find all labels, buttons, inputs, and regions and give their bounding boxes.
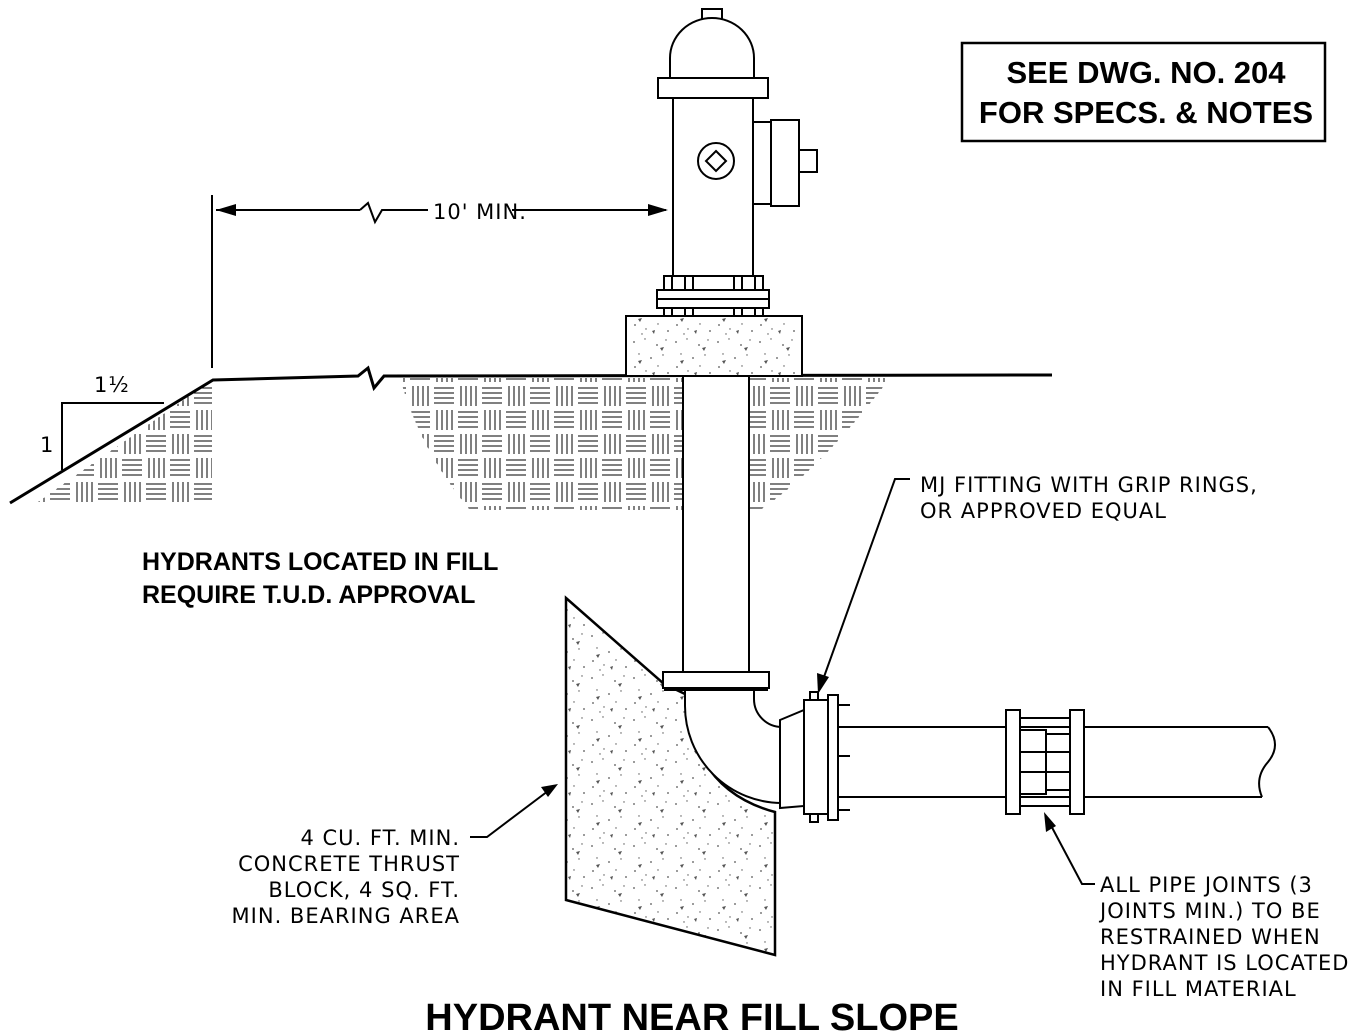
svg-text:REQUIRE T.U.D. APPROVAL: REQUIRE T.U.D. APPROVAL — [142, 581, 475, 609]
ten-foot-dimension: 10' MIN. — [211, 195, 668, 368]
svg-text:1: 1 — [40, 433, 54, 457]
fill-approval-note: HYDRANTS LOCATED IN FILL REQUIRE T.U.D. … — [142, 548, 498, 609]
svg-text:MIN. BEARING AREA: MIN. BEARING AREA — [232, 904, 460, 928]
svg-text:JOINTS MIN.) TO BE: JOINTS MIN.) TO BE — [1098, 899, 1321, 923]
svg-text:OR APPROVED EQUAL: OR APPROVED EQUAL — [920, 499, 1167, 523]
thrust-block-callout: 4 CU. FT. MIN. CONCRETE THRUST BLOCK, 4 … — [232, 784, 558, 928]
svg-text:HYDRANTS LOCATED IN FILL: HYDRANTS LOCATED IN FILL — [142, 548, 498, 576]
mj-fitting-callout: MJ FITTING WITH GRIP RINGS, OR APPROVED … — [817, 473, 1258, 694]
fire-hydrant — [656, 8, 818, 317]
mj-fitting — [779, 691, 850, 823]
pipe-elbow — [684, 689, 783, 805]
drawing-title: HYDRANT NEAR FILL SLOPE — [425, 997, 958, 1036]
restrained-pipe-joint — [1005, 709, 1085, 815]
svg-text:HYDRANT IS LOCATED: HYDRANT IS LOCATED — [1100, 951, 1349, 975]
hydrant-concrete-pad — [625, 315, 803, 377]
svg-text:IN FILL MATERIAL: IN FILL MATERIAL — [1100, 977, 1297, 1001]
svg-text:1½: 1½ — [94, 373, 130, 397]
ground-line — [9, 365, 1053, 505]
svg-text:10' MIN.: 10' MIN. — [433, 200, 527, 224]
slope-ratio-indicator: 1½ 1 — [40, 373, 164, 470]
svg-text:FOR SPECS. & NOTES: FOR SPECS. & NOTES — [979, 95, 1313, 130]
svg-text:RESTRAINED WHEN: RESTRAINED WHEN — [1100, 925, 1321, 949]
svg-text:4 CU. FT. MIN.: 4 CU. FT. MIN. — [300, 826, 460, 850]
reference-note-box: SEE DWG. NO. 204 FOR SPECS. & NOTES — [960, 41, 1327, 143]
svg-text:MJ FITTING WITH GRIP RINGS,: MJ FITTING WITH GRIP RINGS, — [920, 473, 1258, 497]
fill-soil-hatch — [38, 378, 890, 510]
svg-text:SEE DWG. NO. 204: SEE DWG. NO. 204 — [1006, 55, 1286, 90]
pipe-joints-callout: ALL PIPE JOINTS (3 JOINTS MIN.) TO BE RE… — [1044, 812, 1349, 1001]
main-pipe — [838, 726, 1276, 798]
svg-text:BLOCK, 4 SQ. FT.: BLOCK, 4 SQ. FT. — [268, 878, 460, 902]
svg-text:ALL PIPE JOINTS (3: ALL PIPE JOINTS (3 — [1100, 873, 1313, 897]
svg-text:CONCRETE THRUST: CONCRETE THRUST — [238, 852, 460, 876]
riser-pipe — [662, 375, 770, 691]
